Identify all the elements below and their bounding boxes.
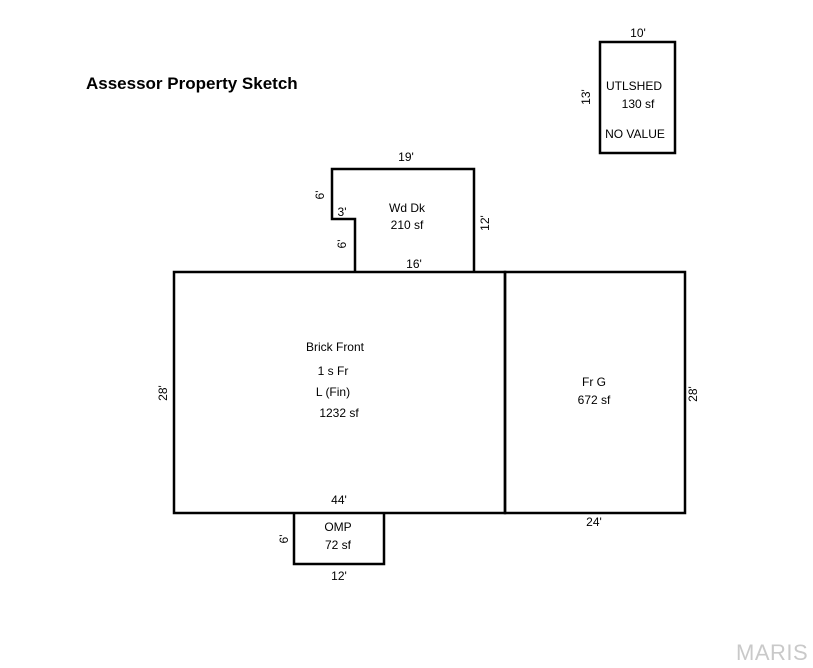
garage-area: 672 sf (578, 393, 611, 407)
utlshed-outline (598, 40, 677, 155)
utlshed-area: 130 sf (622, 97, 655, 111)
utlshed-name: UTLSHED (606, 79, 662, 93)
porch-outline (292, 513, 386, 566)
garage-outline (503, 270, 687, 515)
utlshed-dim-left: 13' (579, 89, 593, 105)
porch-dim-bottom: 12' (331, 569, 347, 583)
deck-dim-lower-left: 6' (335, 240, 349, 249)
utlshed-note: NO VALUE (605, 127, 665, 141)
main-dim-bottom: 44' (331, 493, 347, 507)
deck-name: Wd Dk (389, 201, 426, 215)
deck-dim-top: 19' (398, 150, 414, 164)
utlshed-dim-top: 10' (630, 26, 646, 40)
sketch-title: Assessor Property Sketch (86, 74, 298, 93)
main-area: 1232 sf (319, 406, 359, 420)
deck-dim-right: 12' (478, 215, 492, 231)
watermark-logo: MARIS (736, 640, 809, 665)
garage-dim-bottom: 24' (586, 515, 602, 529)
garage-section: 28' 24' Fr G 672 sf (503, 270, 700, 529)
porch-area: 72 sf (325, 538, 352, 552)
main-house-section: 28' 44' Brick Front 1 s Fr L (Fin) 1232 … (156, 270, 507, 515)
deck-section: 19' 6' 3' 6' 12' 16' Wd Dk 210 sf (313, 150, 492, 271)
utlshed-section: 10' 13' UTLSHED 130 sf NO VALUE (579, 26, 677, 155)
porch-section: 6' 12' OMP 72 sf (277, 513, 386, 583)
porch-dim-left: 6' (277, 535, 291, 544)
main-line2: 1 s Fr (318, 364, 349, 378)
main-dim-left: 28' (156, 385, 170, 401)
deck-dim-step: 3' (338, 205, 347, 219)
deck-area: 210 sf (391, 218, 424, 232)
deck-outline (330, 167, 476, 271)
main-line3: L (Fin) (316, 385, 350, 399)
porch-name: OMP (324, 520, 351, 534)
deck-dim-upper-left: 6' (313, 191, 327, 200)
garage-name: Fr G (582, 375, 606, 389)
deck-dim-bottom: 16' (406, 257, 422, 271)
garage-dim-right: 28' (686, 386, 700, 402)
main-line1: Brick Front (306, 340, 365, 354)
